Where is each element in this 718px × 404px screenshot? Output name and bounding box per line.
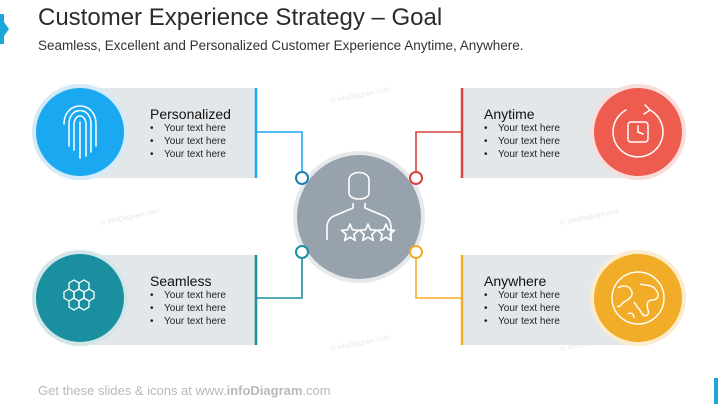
- title-accent-arrow: [4, 22, 9, 36]
- seamless-icon-circle: [36, 254, 124, 342]
- anytime-connector-dot: [409, 171, 423, 185]
- bullet-item: Your text here: [150, 303, 226, 316]
- seamless-connector: [256, 258, 303, 299]
- customer-rating-icon: [326, 171, 396, 242]
- seamless-title: Seamless: [150, 273, 212, 289]
- seamless-bullets: Your text here Your text here Your text …: [150, 290, 226, 328]
- footer-credit: Get these slides & icons at www.infoDiag…: [38, 383, 331, 398]
- anywhere-connector-dot: [409, 245, 423, 259]
- bullet-item: Your text here: [484, 123, 560, 136]
- bullet-item: Your text here: [150, 149, 226, 162]
- bullet-item: Your text here: [484, 303, 560, 316]
- bullet-item: Your text here: [150, 136, 226, 149]
- anytime-title: Anytime: [484, 106, 535, 122]
- fingerprint-icon: [63, 105, 97, 159]
- title-accent-bar: [0, 14, 4, 44]
- personalized-title: Personalized: [150, 106, 231, 122]
- bullet-item: Your text here: [484, 316, 560, 329]
- personalized-connector: [256, 131, 303, 172]
- personalized-bullets: Your text here Your text here Your text …: [150, 123, 226, 161]
- anywhere-title: Anywhere: [484, 273, 547, 289]
- anytime-bullets: Your text here Your text here Your text …: [484, 123, 560, 161]
- globe-icon: [611, 271, 665, 325]
- seamless-connector-dot: [295, 245, 309, 259]
- personalized-connector-dot: [295, 171, 309, 185]
- anywhere-connector: [415, 258, 462, 299]
- bullet-item: Your text here: [150, 316, 226, 329]
- hexagon-grid-icon: [63, 279, 95, 311]
- bullet-item: Your text here: [484, 290, 560, 303]
- bullet-item: Your text here: [484, 149, 560, 162]
- footer-brand: infoDiagram: [226, 383, 303, 398]
- bullet-item: Your text here: [150, 290, 226, 303]
- bullet-item: Your text here: [150, 123, 226, 136]
- anywhere-icon-circle: [594, 254, 682, 342]
- anywhere-bullets: Your text here Your text here Your text …: [484, 290, 560, 328]
- page-title: Customer Experience Strategy – Goal: [38, 4, 443, 31]
- clock-refresh-icon: [612, 104, 664, 158]
- bullet-item: Your text here: [484, 136, 560, 149]
- center-circle: [297, 155, 421, 279]
- page-subtitle: Seamless, Excellent and Personalized Cus…: [38, 38, 524, 53]
- footer-suffix: .com: [302, 383, 331, 398]
- corner-accent-bar: [714, 378, 718, 404]
- footer-prefix: Get these slides & icons at www.: [38, 383, 227, 398]
- anytime-connector: [415, 131, 462, 172]
